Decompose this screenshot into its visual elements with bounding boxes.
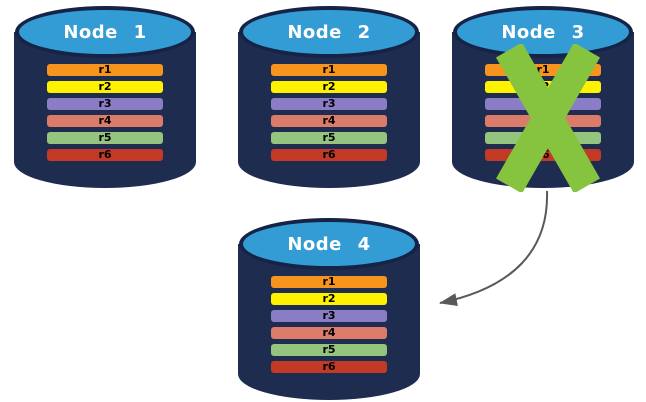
node-2-replica-r5: r5: [271, 132, 387, 144]
node-4-cylinder-top: Node 4: [239, 218, 419, 270]
replica-label: r4: [98, 114, 112, 127]
replica-label: r3: [322, 309, 336, 322]
node-1-cylinder-body: [14, 32, 196, 188]
replica-label: r1: [536, 63, 550, 76]
node-4-cylinder-body: [238, 244, 420, 400]
node-4-title: Node 4: [287, 233, 371, 255]
replica-label: r1: [322, 63, 336, 76]
replica-label: r3: [98, 97, 112, 110]
node-1-replica-r3: r3: [47, 98, 163, 110]
replica-label: r1: [98, 63, 112, 76]
node-1-title: Node 1: [63, 21, 147, 43]
replica-label: r1: [322, 275, 336, 288]
node-1-replica-r5: r5: [47, 132, 163, 144]
replica-label: r3: [322, 97, 336, 110]
node-3-title: Node 3: [501, 21, 585, 43]
node-4: Node 4 r1 r2 r3 r4 r5 r6: [238, 218, 420, 400]
node-1-replica-list: r1 r2 r3 r4 r5 r6: [47, 64, 163, 166]
node-3: Node 3 r1 r2 r3 r4 r5 r6: [452, 6, 634, 188]
replica-label: r6: [98, 148, 112, 161]
node-3-cylinder-top: Node 3: [453, 6, 633, 58]
node-2: Node 2 r1 r2 r3 r4 r5 r6: [238, 6, 420, 188]
node-2-replica-list: r1 r2 r3 r4 r5 r6: [271, 64, 387, 166]
node-1: Node 1 r1 r2 r3 r4 r5 r6: [14, 6, 196, 188]
replica-label: r2: [322, 292, 336, 305]
replica-label: r4: [322, 114, 336, 127]
node-4-replica-r4: r4: [271, 327, 387, 339]
node-2-replica-r4: r4: [271, 115, 387, 127]
node-4-replica-r2: r2: [271, 293, 387, 305]
node-1-replica-r4: r4: [47, 115, 163, 127]
failure-x-icon: [495, 44, 601, 192]
node-2-title: Node 2: [287, 21, 371, 43]
node-2-replica-r1: r1: [271, 64, 387, 76]
node-4-replica-list: r1 r2 r3 r4 r5 r6: [271, 276, 387, 378]
node-1-replica-r1: r1: [47, 64, 163, 76]
node-1-replica-r6: r6: [47, 149, 163, 161]
node-1-replica-r2: r2: [47, 81, 163, 93]
node-1-cylinder-top: Node 1: [15, 6, 195, 58]
replica-label: r5: [322, 131, 336, 144]
node-2-replica-r6: r6: [271, 149, 387, 161]
node-2-replica-r2: r2: [271, 81, 387, 93]
node-4-replica-r3: r3: [271, 310, 387, 322]
replica-label: r2: [98, 80, 112, 93]
replica-label: r6: [322, 148, 336, 161]
node-4-replica-r6: r6: [271, 361, 387, 373]
replica-label: r5: [322, 343, 336, 356]
replica-label: r5: [98, 131, 112, 144]
node-4-replica-r1: r1: [271, 276, 387, 288]
node-2-cylinder-top: Node 2: [239, 6, 419, 58]
node-2-replica-r3: r3: [271, 98, 387, 110]
node-4-replica-r5: r5: [271, 344, 387, 356]
replica-label: r4: [322, 326, 336, 339]
replica-label: r6: [322, 360, 336, 373]
replica-label: r2: [322, 80, 336, 93]
node-2-cylinder-body: [238, 32, 420, 188]
